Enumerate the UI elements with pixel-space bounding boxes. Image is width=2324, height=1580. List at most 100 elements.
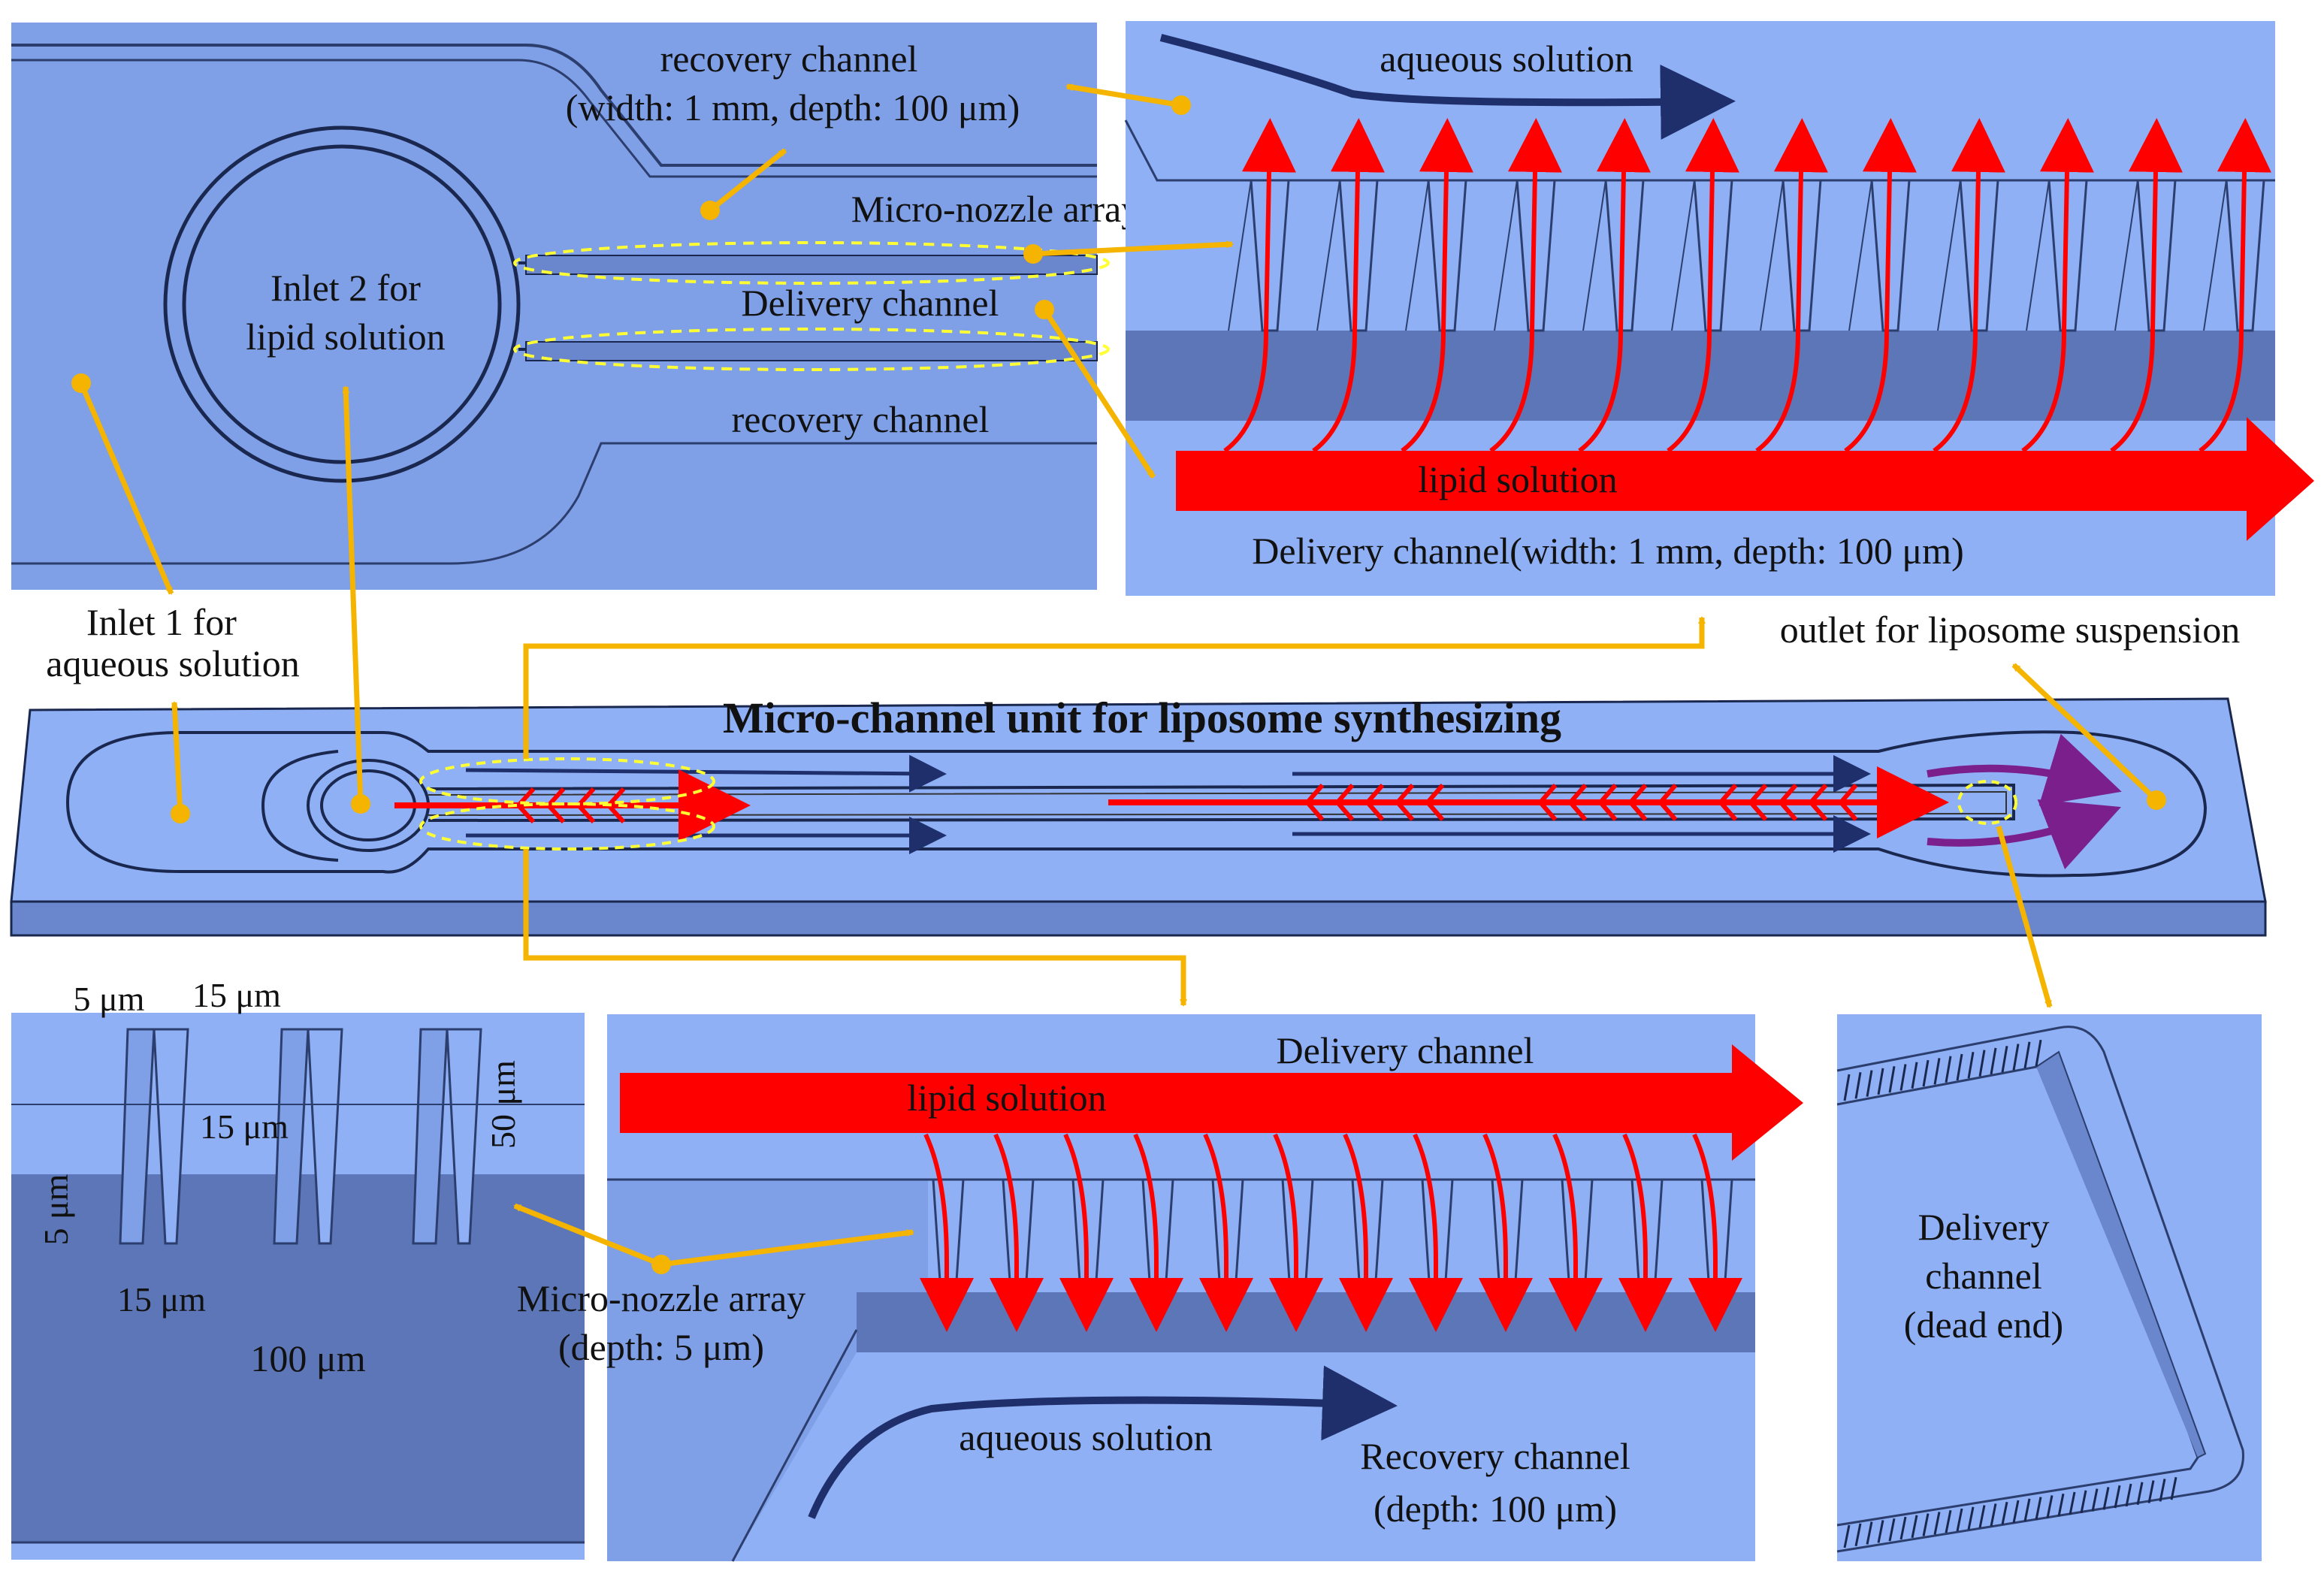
outlet-flow-arrow-upper bbox=[1927, 733, 2122, 806]
flow-chevron bbox=[1838, 784, 1858, 821]
lipid-flow-arrow bbox=[1489, 118, 1562, 453]
tooth bbox=[1933, 1058, 1941, 1085]
nozzle bbox=[1250, 179, 1290, 332]
lipid-flow-arrow bbox=[990, 1133, 1044, 1332]
lipid-solution-top-label: lipid solution bbox=[1418, 458, 1617, 500]
delivery-channel-bottom-label: Delivery channel bbox=[1277, 1029, 1534, 1071]
tooth bbox=[2001, 1501, 2008, 1525]
lipid-flow-arrow bbox=[1401, 118, 1473, 453]
delivery-channel-dims-label: Delivery channel(width: 1 mm, depth: 100… bbox=[1252, 530, 1963, 572]
top-right-panel: aqueous solution lipid solution Delivery… bbox=[1124, 21, 2314, 596]
nozzle bbox=[1782, 179, 1822, 332]
lipid-flow-arrow bbox=[1223, 118, 1296, 453]
nozzle-wall bbox=[1582, 180, 1606, 331]
aqueous-solution-bottom-label: aqueous solution bbox=[959, 1416, 1212, 1458]
dim-5um-a: 5 μm bbox=[74, 980, 145, 1018]
tooth bbox=[2170, 1476, 2177, 1500]
lipid-flow-arrow bbox=[1688, 1133, 1742, 1332]
tooth bbox=[2114, 1485, 2121, 1509]
tooth bbox=[1866, 1521, 1873, 1545]
tooth bbox=[1854, 1072, 1862, 1099]
nozzle bbox=[2225, 179, 2265, 332]
bottom-left-panel: 5 μm 15 μm 15 μm 50 μm 5 μm 15 μm 100 μm bbox=[11, 976, 585, 1560]
nozzle bbox=[1338, 179, 1379, 332]
nozzle-flow-chevrons bbox=[515, 784, 1858, 824]
lipid-flow-arrow bbox=[1933, 118, 2005, 453]
flow-chevron bbox=[1395, 784, 1415, 821]
tooth bbox=[1945, 1509, 1952, 1533]
micro-nozzle-array-bottom-line2: (depth: 5 μm) bbox=[558, 1326, 764, 1368]
tooth bbox=[1843, 1074, 1851, 1101]
lipid-flow-arrow bbox=[2110, 118, 2183, 453]
tooth bbox=[2023, 1041, 2031, 1069]
recovery-channel-bottom-panel-line2: (depth: 100 μm) bbox=[1374, 1488, 1617, 1530]
tooth bbox=[1877, 1520, 1884, 1543]
tooth bbox=[1967, 1506, 1975, 1530]
dead-end-label-line1: Delivery bbox=[1918, 1206, 2050, 1248]
inlet2-label-line2: lipid solution bbox=[246, 316, 445, 358]
callout-dots bbox=[71, 95, 2166, 1274]
nozzle-face bbox=[446, 1028, 482, 1245]
tooth bbox=[2012, 1044, 2020, 1071]
lipid-flow-arrow bbox=[1755, 118, 1828, 453]
inlet1-label-line1: Inlet 1 for bbox=[86, 601, 237, 643]
lipid-flow-arrow bbox=[1618, 1133, 1673, 1332]
micro-nozzle-array-label: Micro-nozzle array bbox=[851, 188, 1141, 230]
tooth bbox=[1990, 1047, 1997, 1075]
bottom-right-panel: Delivery channel (dead end) bbox=[1836, 1014, 2262, 1561]
tooth bbox=[2046, 1495, 2054, 1518]
lipid-flow-arrow bbox=[1269, 1133, 1323, 1332]
micro-channel-unit: Micro-channel unit for liposome synthesi… bbox=[10, 693, 2267, 937]
tooth bbox=[2091, 1488, 2099, 1512]
lipid-flow-arrow bbox=[2199, 118, 2271, 453]
flow-chevron bbox=[1778, 784, 1798, 821]
micro-nozzle-array-bottom-line1: Micro-nozzle array bbox=[517, 1277, 806, 1319]
flow-chevron bbox=[1567, 784, 1588, 821]
tooth bbox=[1978, 1505, 1986, 1528]
dim-50um: 50 μm bbox=[484, 1060, 522, 1149]
tooth bbox=[1956, 1053, 1963, 1081]
lipid-flow-arrow bbox=[1667, 118, 1739, 453]
tooth bbox=[2136, 1482, 2144, 1506]
tooth bbox=[2023, 1498, 2031, 1522]
bottom-middle-panel: Delivery channel lipid solution aqueous … bbox=[607, 1014, 1803, 1562]
nozzle-wall bbox=[2203, 180, 2227, 331]
nozzle-wall bbox=[1760, 180, 1784, 331]
lipid-flow-arrow bbox=[1312, 118, 1385, 453]
tooth bbox=[2080, 1490, 2087, 1514]
dim-100um: 100 μm bbox=[250, 1337, 365, 1379]
dead-end-label-line3: (dead end) bbox=[1904, 1304, 2063, 1346]
tooth bbox=[1899, 1064, 1907, 1091]
inlet1-label-line2: aqueous solution bbox=[46, 642, 299, 684]
tooth bbox=[1911, 1515, 1918, 1539]
top-left-panel: recovery channel (width: 1 mm, depth: 10… bbox=[11, 23, 1140, 590]
tooth bbox=[2012, 1500, 2020, 1524]
aqueous-solution-top-label: aqueous solution bbox=[1380, 38, 1633, 80]
tooth bbox=[1888, 1065, 1896, 1093]
nozzle-side bbox=[119, 1028, 156, 1245]
flow-chevron bbox=[1748, 784, 1768, 821]
tooth bbox=[1945, 1056, 1952, 1083]
nozzle-wall bbox=[1937, 180, 1961, 331]
lipid-flow-arrow bbox=[1409, 1133, 1463, 1332]
flow-chevron bbox=[1304, 784, 1325, 821]
nozzle bbox=[1959, 179, 1999, 332]
tooth bbox=[1854, 1523, 1862, 1547]
nozzle bbox=[1870, 179, 1911, 332]
tooth bbox=[2147, 1480, 2155, 1503]
unit-title: Micro-channel unit for liposome synthesi… bbox=[723, 693, 1561, 742]
tooth bbox=[1978, 1050, 1986, 1077]
tooth bbox=[1899, 1516, 1907, 1540]
nozzle-wall bbox=[1405, 180, 1429, 331]
lipid-flow-arrow bbox=[1844, 118, 1917, 453]
tooth bbox=[1990, 1503, 1997, 1527]
tooth bbox=[1843, 1524, 1851, 1548]
flow-chevron bbox=[1425, 784, 1445, 821]
dim-5um-b: 5 μm bbox=[37, 1174, 75, 1245]
tooth bbox=[2102, 1487, 2110, 1510]
flow-chevron bbox=[1537, 784, 1558, 821]
lipid-flow-arrow bbox=[1199, 1133, 1253, 1332]
tooth bbox=[1911, 1062, 1918, 1089]
nozzle bbox=[1516, 179, 1556, 332]
